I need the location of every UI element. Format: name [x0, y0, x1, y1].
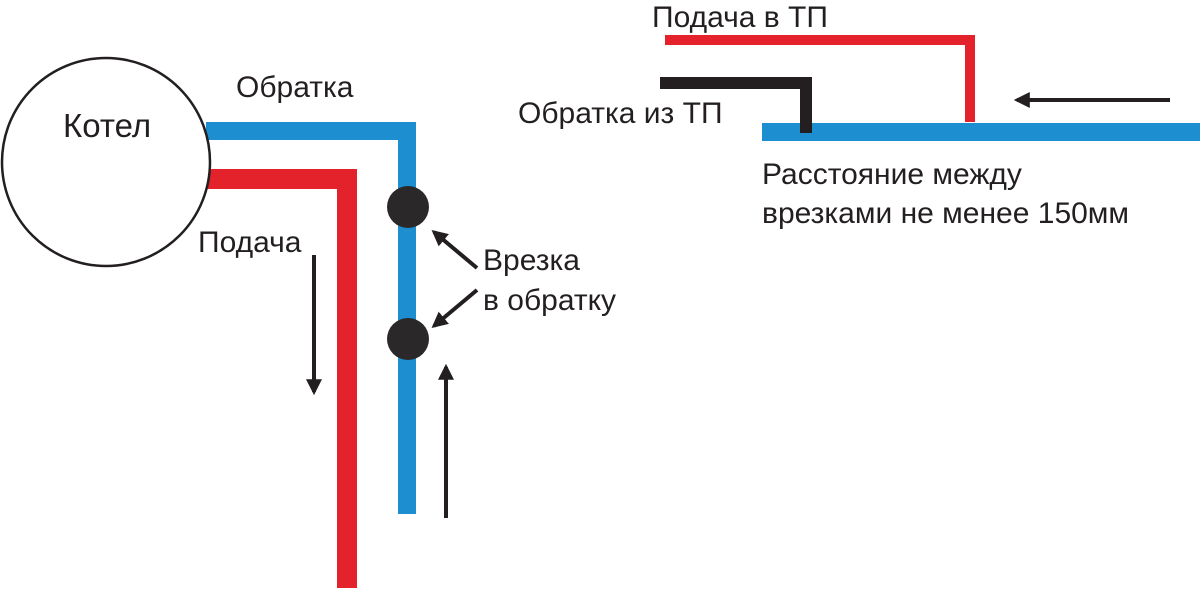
tap-pointer-arrow-lower — [431, 288, 479, 329]
tap-point-upper — [387, 186, 429, 228]
supply-label: Подача — [198, 226, 302, 259]
tp-supply-label: Подача в ТП — [652, 1, 828, 34]
tp-return-label: Обратка из ТП — [518, 97, 723, 130]
return-label: Обратка — [236, 71, 354, 104]
return-pipe — [206, 122, 416, 514]
distance-label-line2: врезками не менее 150мм — [762, 197, 1129, 230]
boiler-circle — [0, 56, 212, 268]
supply-pipe — [206, 169, 357, 588]
tap-label-line2: в обратку — [483, 284, 616, 317]
tap-point-lower — [387, 318, 429, 360]
tap-pointer-arrow-upper — [431, 229, 479, 270]
tap-label-line1: Врезка — [483, 244, 580, 277]
tp-supply-pipe — [665, 35, 975, 122]
tp-return-pipe — [660, 77, 812, 133]
boiler-label: Котел — [63, 107, 151, 144]
distance-label-line1: Расстояние между — [762, 158, 1022, 191]
